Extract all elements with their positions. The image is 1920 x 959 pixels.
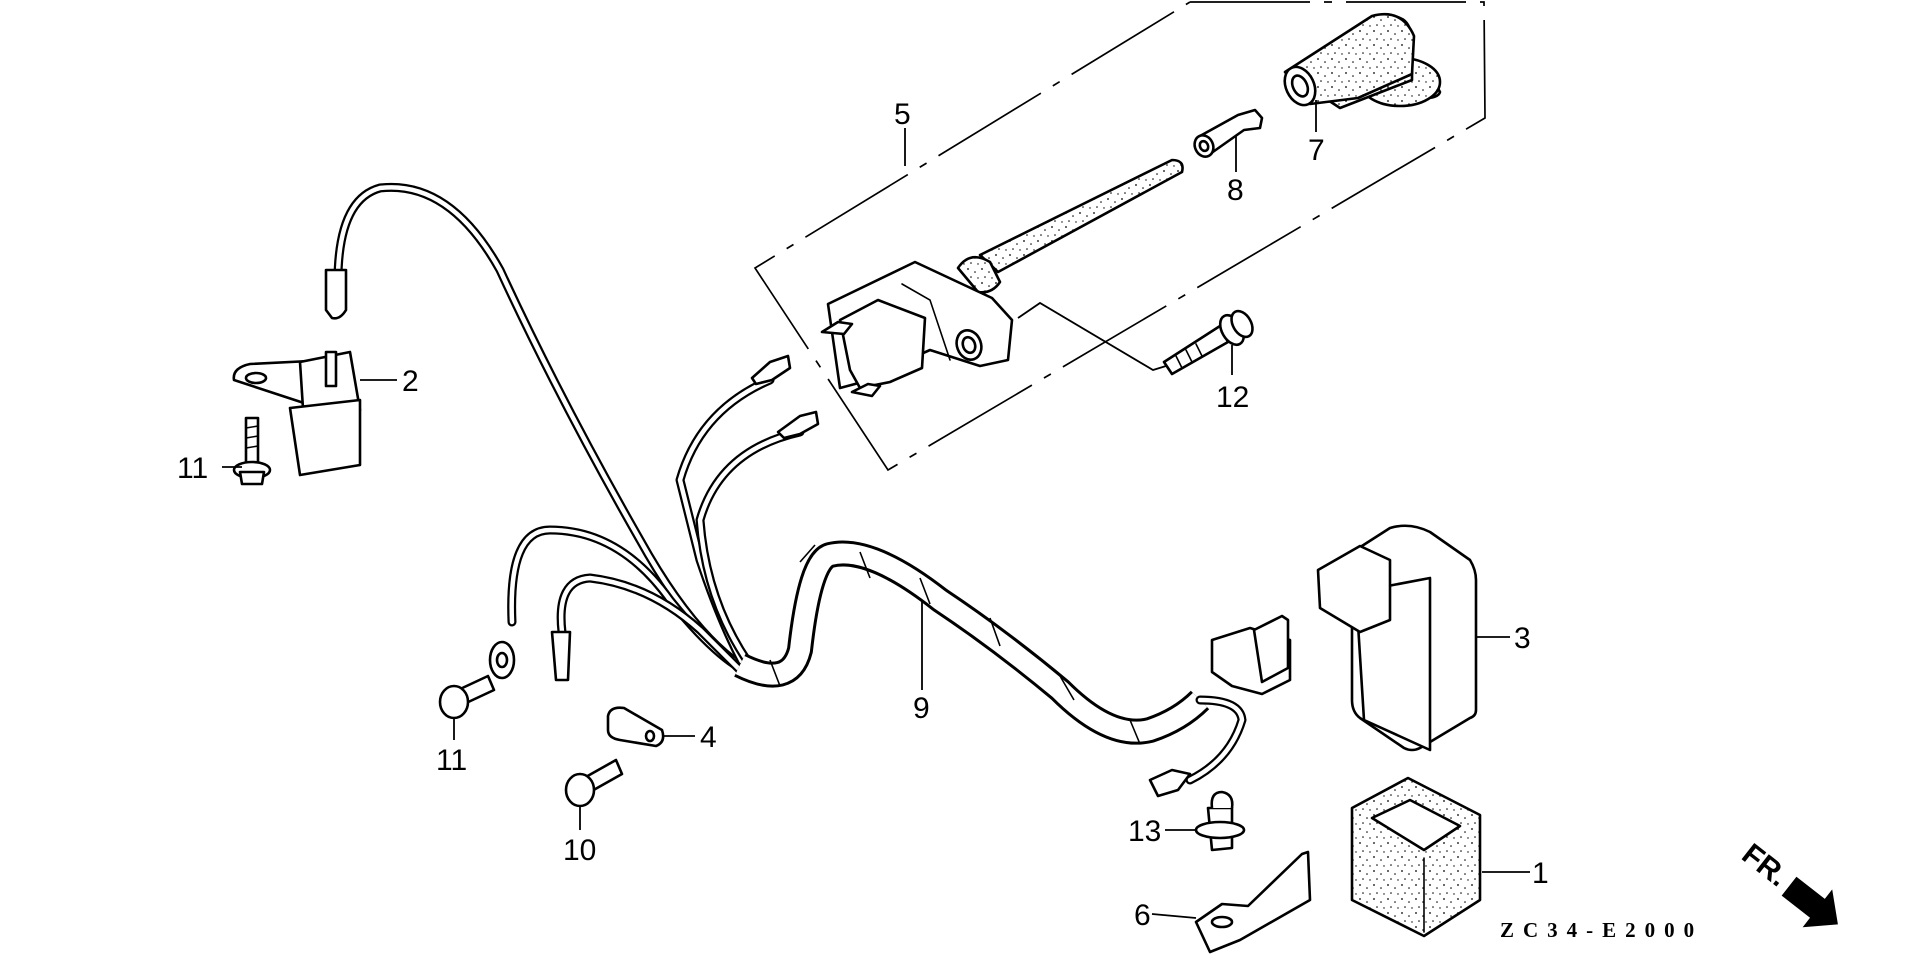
ignition-unit-bracket[interactable] — [232, 350, 362, 477]
callout-10: 10 — [563, 834, 596, 867]
terminal-part[interactable] — [1191, 108, 1264, 160]
wire-harness[interactable] — [734, 540, 1210, 745]
callout-1: 1 — [1532, 857, 1549, 890]
ignition-unit-cover[interactable] — [1350, 776, 1482, 938]
spark-plug-cap[interactable] — [1279, 12, 1442, 110]
callout-9: 9 — [913, 692, 930, 725]
coil-assembly-boundary — [753, 1, 1486, 472]
callout-7: 7 — [1308, 134, 1325, 167]
callout-8: 8 — [1227, 174, 1244, 207]
callout-5: 4 — [700, 721, 717, 754]
callout-11-upper: 11 — [177, 452, 208, 485]
harness-connector[interactable] — [1148, 614, 1292, 798]
callout-13: 13 — [1128, 815, 1161, 848]
stay-bolt[interactable] — [1194, 790, 1246, 852]
callout-labels: 5 2 11 7 8 12 3 9 11 4 10 13 6 1 — [177, 98, 1549, 932]
mounting-stay[interactable] — [1194, 850, 1312, 954]
coil-bolt[interactable] — [1162, 307, 1257, 376]
wire-clamp[interactable] — [606, 706, 665, 748]
front-direction-marker: FR. — [1736, 838, 1838, 928]
diagram-code: ZC34-E2000 — [1500, 918, 1703, 942]
callout-leaders — [222, 100, 1530, 919]
bolt-lower-left[interactable] — [438, 674, 496, 720]
bolt-upper-left[interactable] — [232, 416, 272, 486]
coil-bolt-leader — [1017, 301, 1167, 371]
callout-2: 2 — [402, 365, 419, 398]
front-arrow-icon — [1781, 876, 1838, 928]
callout-3: 3 — [1514, 622, 1531, 655]
callout-12: 12 — [1216, 381, 1249, 414]
callout-11-lower: 11 — [436, 744, 467, 777]
ignition-control-module[interactable] — [1316, 524, 1478, 752]
front-label: FR. — [1736, 838, 1794, 894]
callout-6: 6 — [1134, 899, 1151, 932]
wire-terminals — [324, 268, 820, 682]
ignition-coil[interactable] — [820, 158, 1184, 398]
wire-bundle — [333, 182, 805, 677]
callout-4: 5 — [894, 98, 911, 131]
bolt-10[interactable] — [564, 758, 624, 808]
